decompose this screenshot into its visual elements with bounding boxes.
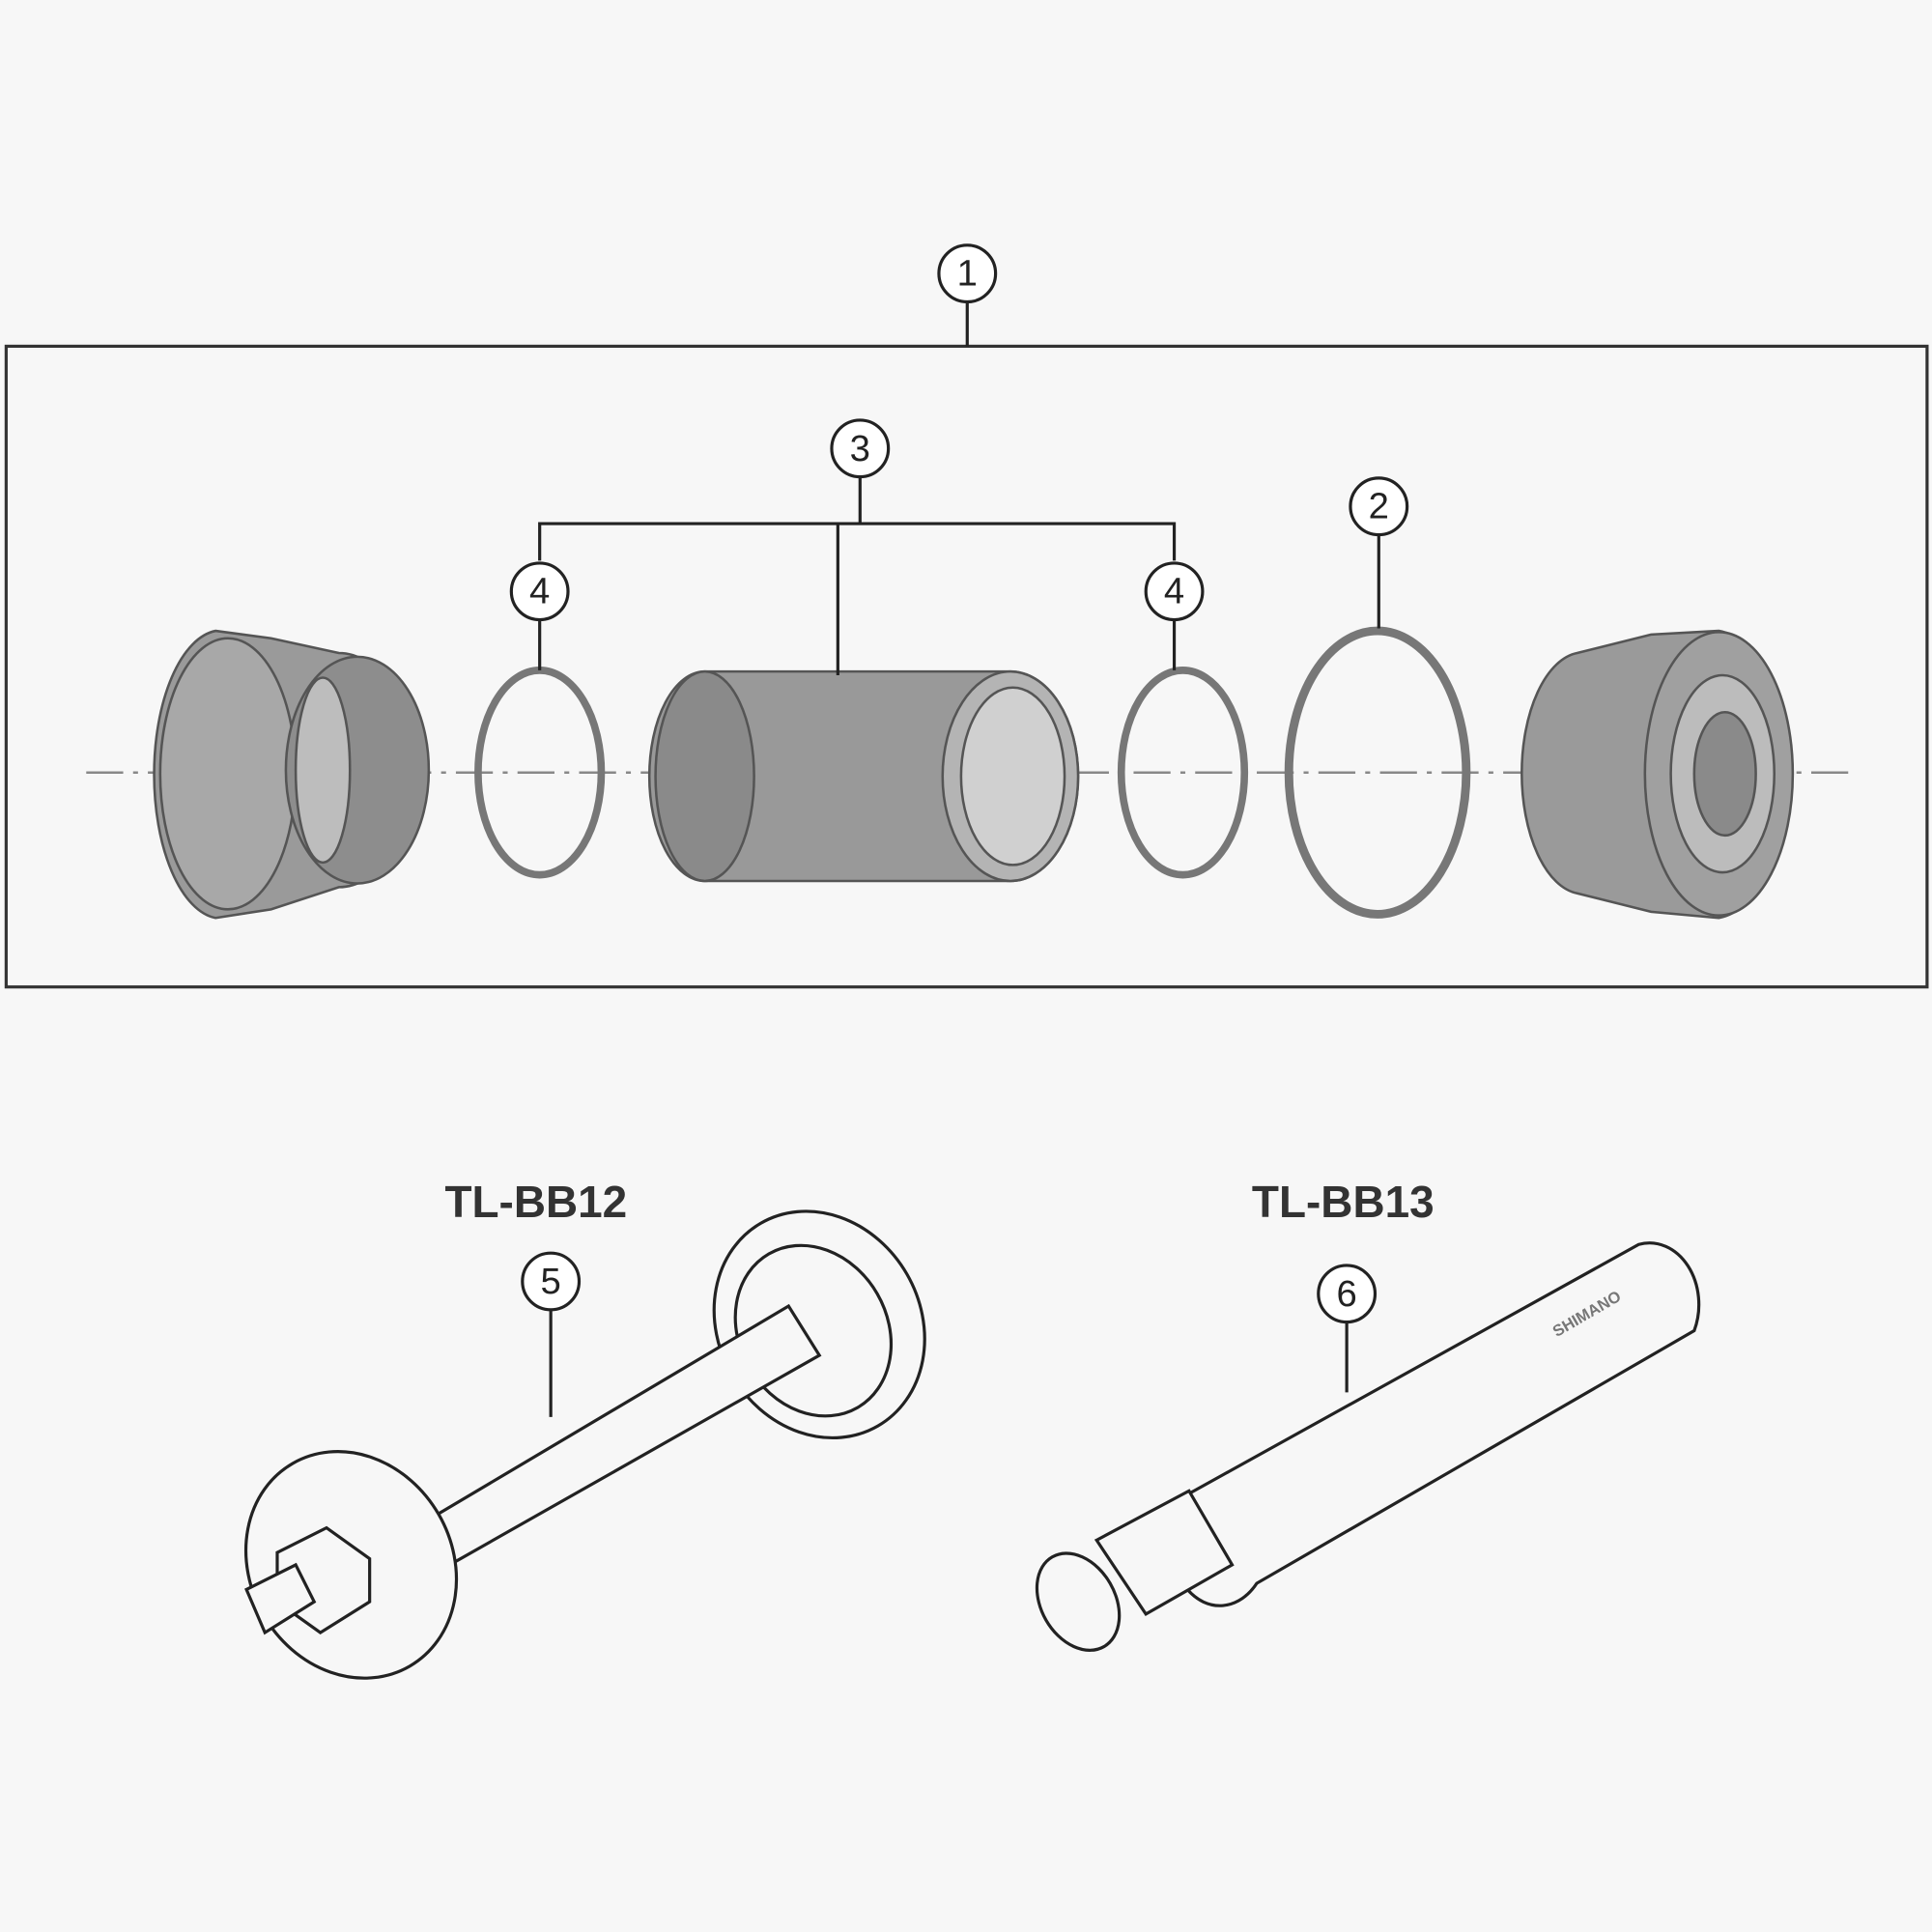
callout-1[interactable]: 1 xyxy=(937,243,998,304)
right-bearing-cup xyxy=(1520,629,1795,920)
callout-3[interactable]: 3 xyxy=(830,418,891,479)
tool-label-tl-bb12: TL-BB12 xyxy=(444,1177,627,1227)
callout-2-number: 2 xyxy=(1369,486,1389,527)
callout-6[interactable]: 6 xyxy=(1317,1264,1378,1324)
callout-4-right[interactable]: 4 xyxy=(1144,561,1205,622)
tl-bb13-tool: SHIMANO xyxy=(1035,1241,1701,1652)
callout-6-number: 6 xyxy=(1336,1273,1356,1315)
tl-bb12-tool xyxy=(243,1209,926,1680)
leader-3 xyxy=(538,476,1177,675)
callout-4-left[interactable]: 4 xyxy=(509,561,570,622)
callout-5[interactable]: 5 xyxy=(521,1251,582,1312)
callout-4-right-number: 4 xyxy=(1164,571,1184,612)
callout-2[interactable]: 2 xyxy=(1349,476,1409,537)
callout-4-left-number: 4 xyxy=(529,571,550,612)
left-bearing-cup xyxy=(153,629,431,920)
callout-5-number: 5 xyxy=(541,1261,561,1302)
bb-sleeve xyxy=(647,669,1080,883)
o-ring-right xyxy=(1117,667,1249,879)
callout-1-number: 1 xyxy=(957,253,978,295)
tool-label-tl-bb13: TL-BB13 xyxy=(1252,1177,1435,1227)
callout-3-number: 3 xyxy=(850,428,870,469)
spacer-ring xyxy=(1284,626,1471,919)
